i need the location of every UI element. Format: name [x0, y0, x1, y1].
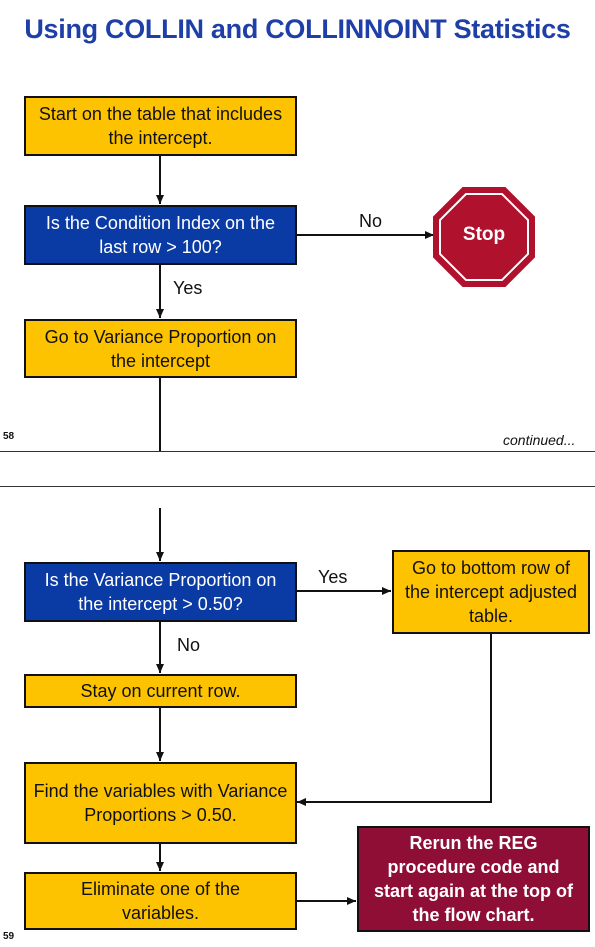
label-yes-condition: Yes — [173, 278, 203, 298]
eliminate-variable-box-text: Eliminate one of the variables. — [80, 879, 241, 923]
page-number-59: 59 — [3, 931, 15, 942]
variance-question-box-text: Is the Variance Proportion on the interc… — [44, 570, 277, 614]
stop-sign-inner-border — [439, 193, 529, 281]
condition-index-box: Is the Condition Index on the last row >… — [24, 205, 297, 265]
variance-proportion-box: Go to Variance Proportion on the interce… — [24, 319, 297, 378]
page-number-58: 58 — [3, 431, 15, 442]
variance-proportion-box-text: Go to Variance Proportion on the interce… — [44, 326, 277, 371]
stay-current-row-box-text: Stay on current row. — [80, 681, 241, 701]
bottom-row-box-text: Go to bottom row of the intercept adjust… — [404, 558, 578, 626]
find-variables-box-text: Find the variables with Variance Proport… — [33, 781, 288, 825]
condition-index-box-text: Is the Condition Index on the last row >… — [45, 213, 276, 257]
start-box-text: Start on the table that includes the int… — [38, 104, 283, 148]
label-no-variance: No — [177, 635, 201, 655]
rerun-reg-box: Rerun the REG procedure code and start a… — [357, 826, 590, 932]
start-box: Start on the table that includes the int… — [24, 96, 297, 156]
rerun-reg-box-text: Rerun the REG procedure code and start a… — [373, 833, 573, 925]
continued-note: continued... — [503, 432, 576, 448]
stop-sign-shape — [433, 187, 535, 287]
stop-sign-label: Stop — [462, 224, 506, 245]
label-yes-variance: Yes — [318, 567, 348, 587]
arrow-bottom-row-to-find — [297, 634, 492, 806]
stay-current-row-box: Stay on current row. — [24, 674, 297, 708]
bottom-row-box: Go to bottom row of the intercept adjust… — [392, 550, 590, 634]
variance-question-box: Is the Variance Proportion on the interc… — [24, 562, 297, 622]
slide-58-bottom-rule — [0, 451, 595, 452]
eliminate-variable-box: Eliminate one of the variables. — [24, 872, 297, 930]
label-no-condition: No — [359, 211, 383, 231]
slide-divider-line — [0, 486, 595, 487]
find-variables-box: Find the variables with Variance Proport… — [24, 762, 297, 844]
page-title: Using COLLIN and COLLINNOINT Statistics — [24, 14, 571, 44]
